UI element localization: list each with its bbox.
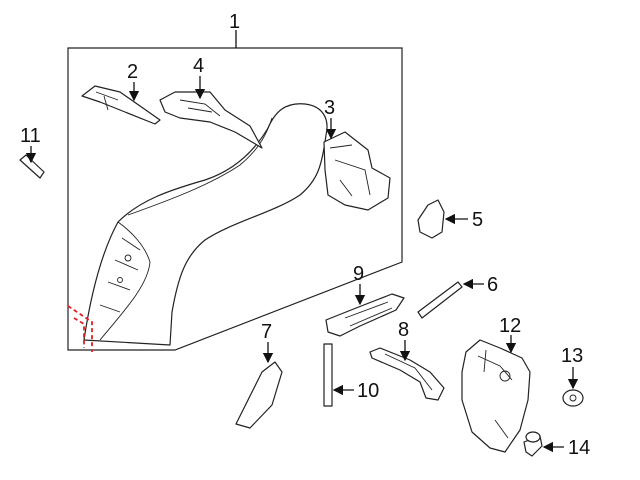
leader-lines xyxy=(25,30,579,453)
callout-14: 14 xyxy=(568,437,590,459)
callout-9: 9 xyxy=(353,263,364,285)
callout-4: 4 xyxy=(193,55,204,77)
part-4-reinforcement xyxy=(159,91,263,149)
cut-line-highlight xyxy=(67,305,93,352)
panel-wheel-arch xyxy=(99,221,151,341)
part-9-detail xyxy=(344,301,393,327)
part-13-nut-hole xyxy=(569,394,577,402)
callout-11: 11 xyxy=(20,125,41,147)
part-11-cap xyxy=(19,154,45,179)
callout-10: 10 xyxy=(357,380,379,402)
callout-6: 6 xyxy=(487,274,498,296)
panel-upper-edge xyxy=(127,117,273,216)
part-6-rod xyxy=(417,281,463,319)
part-7-trim xyxy=(235,361,283,429)
callout-13: 13 xyxy=(561,345,583,367)
panel-frame xyxy=(67,47,403,351)
callout-2: 2 xyxy=(127,61,138,83)
part-2-bracket xyxy=(81,85,161,125)
callout-1: 1 xyxy=(229,11,240,33)
quarter-panel xyxy=(83,103,328,346)
part-2-detail xyxy=(95,91,119,111)
part-8-bracket xyxy=(369,347,445,401)
part-4-detail xyxy=(179,99,221,117)
callout-3: 3 xyxy=(324,97,335,119)
part-5-clip xyxy=(417,199,445,239)
part-10-post xyxy=(323,343,333,407)
callout-7: 7 xyxy=(261,321,272,343)
part-14-head xyxy=(525,431,541,443)
part-8-detail xyxy=(384,353,433,391)
callout-5: 5 xyxy=(472,209,483,231)
part-3-detail xyxy=(329,144,371,197)
part-12-liner xyxy=(461,339,531,453)
part-3-housing xyxy=(323,131,391,211)
panel-hole xyxy=(117,277,123,283)
callout-12: 12 xyxy=(499,315,521,337)
part-12-hole xyxy=(499,370,511,382)
panel-inner-lines xyxy=(99,237,141,313)
panel-hole xyxy=(124,254,132,262)
cut-line-highlight xyxy=(73,317,85,348)
callout-8: 8 xyxy=(398,319,409,341)
part-9-support xyxy=(325,293,405,337)
part-12-detail xyxy=(477,349,513,439)
part-13-nut xyxy=(562,389,584,407)
